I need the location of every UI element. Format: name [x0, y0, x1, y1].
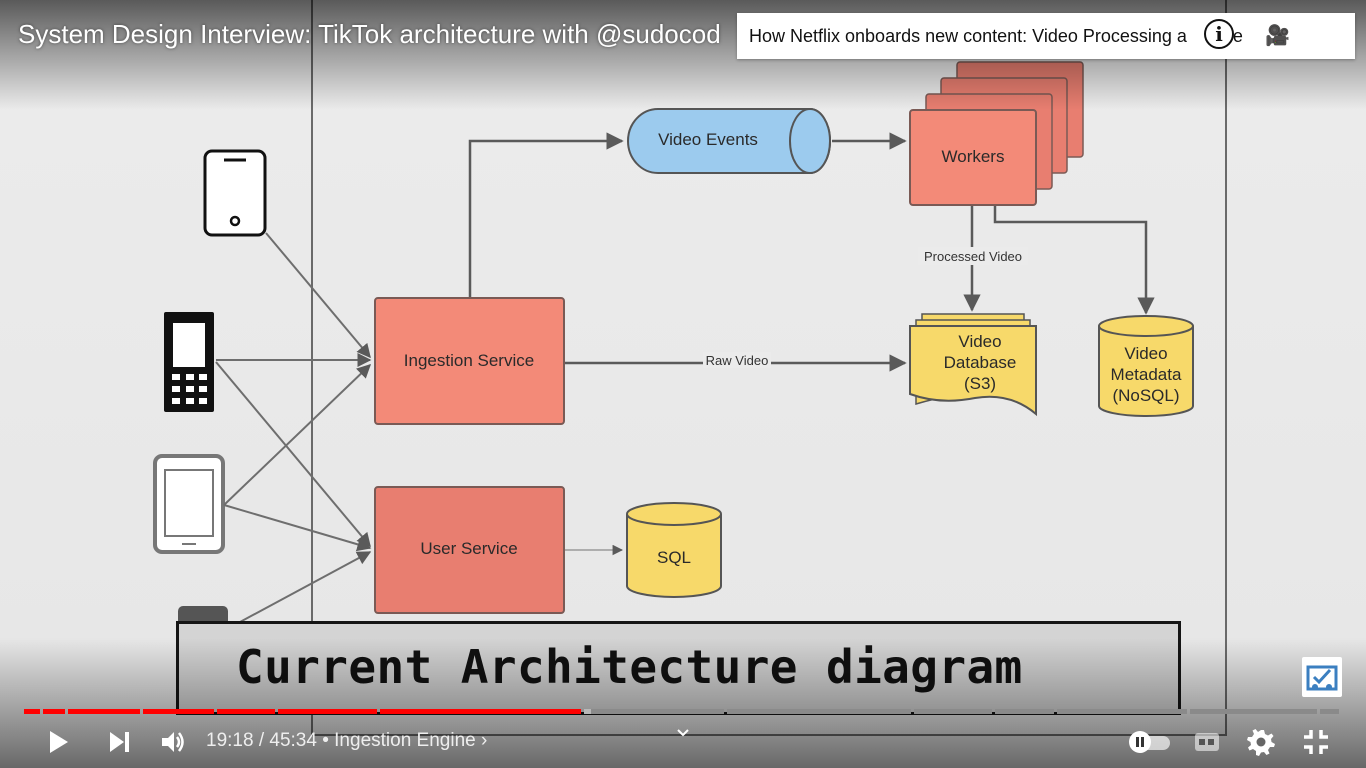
- progress-segment[interactable]: [24, 709, 40, 714]
- chevron-down-icon[interactable]: [676, 727, 690, 739]
- volume-icon[interactable]: [159, 728, 187, 756]
- exit-fullscreen-icon[interactable]: [1302, 728, 1330, 756]
- video-metadata-node: Video Metadata (NoSQL): [1098, 315, 1194, 417]
- sql-label: SQL: [657, 548, 691, 567]
- chapter-chevron-icon[interactable]: ›: [481, 730, 488, 751]
- progress-segment[interactable]: [727, 709, 911, 714]
- next-icon[interactable]: [106, 730, 132, 754]
- chapter-title[interactable]: Ingestion Engine: [334, 730, 476, 751]
- time-total: 45:34: [269, 730, 317, 751]
- card-title[interactable]: How Netflix onboards new content: Video …: [749, 26, 1243, 47]
- time-display: 19:18 / 45:34 • Ingestion Engine ›: [206, 730, 488, 751]
- share-icon[interactable]: [1308, 18, 1350, 54]
- video-metadata-label-2: Metadata: [1111, 365, 1182, 384]
- ingestion-service-node: Ingestion Service: [374, 297, 565, 425]
- info-icon[interactable]: i: [1204, 19, 1234, 49]
- raw-video-label: Raw Video: [706, 353, 769, 368]
- progress-segment[interactable]: [143, 709, 214, 714]
- settings-gear-icon[interactable]: [1247, 728, 1275, 756]
- video-database-label-2: Database: [944, 353, 1017, 372]
- ingestion-service-label: Ingestion Service: [404, 351, 534, 370]
- feature-phone-icon: [164, 312, 214, 412]
- progress-segment[interactable]: [995, 709, 1054, 714]
- video-metadata-label-3: (NoSQL): [1112, 386, 1179, 405]
- progress-bar[interactable]: [24, 709, 1342, 714]
- caption-text: Current Architecture diagram: [236, 640, 1023, 694]
- progress-segment[interactable]: [1057, 709, 1187, 714]
- processed-video-label: Processed Video: [924, 249, 1022, 264]
- video-metadata-label-1: Video: [1124, 344, 1167, 363]
- video-database-label-3: (S3): [964, 374, 996, 393]
- time-current: 19:18: [206, 730, 254, 751]
- progress-segment[interactable]: [914, 709, 992, 714]
- smartphone-icon: [203, 149, 267, 237]
- user-service-node: User Service: [374, 486, 565, 614]
- movie-camera-icon: 🎥: [1265, 25, 1290, 47]
- progress-segment[interactable]: [1190, 709, 1317, 714]
- video-events-label: Video Events: [658, 130, 758, 149]
- channel-watermark-icon[interactable]: [1302, 657, 1342, 697]
- video-events-queue: Video Events: [627, 108, 831, 174]
- progress-segment[interactable]: [43, 709, 65, 714]
- autoplay-toggle-icon[interactable]: [1128, 730, 1172, 754]
- sql-database-node: SQL: [626, 502, 722, 598]
- user-service-label: User Service: [420, 539, 517, 558]
- suggested-video-card[interactable]: How Netflix onboards new content: Video …: [737, 13, 1355, 59]
- workers-label: Workers: [942, 147, 1005, 166]
- progress-segment[interactable]: [1320, 709, 1339, 714]
- progress-segment[interactable]: [217, 709, 275, 714]
- controls-bar: 19:18 / 45:34 • Ingestion Engine ›: [0, 718, 1366, 768]
- progress-segment[interactable]: [68, 709, 140, 714]
- progress-segment[interactable]: [278, 709, 377, 714]
- video-database-node: Video Database (S3): [909, 313, 1037, 417]
- caption-banner: Current Architecture diagram: [176, 621, 1181, 715]
- progress-segment[interactable]: [590, 709, 724, 714]
- card-title-main: How Netflix onboards new content: Video …: [749, 26, 1187, 46]
- progress-segment[interactable]: [380, 709, 581, 714]
- video-title[interactable]: System Design Interview: TikTok architec…: [18, 19, 721, 49]
- tablet-icon: [153, 454, 225, 554]
- progress-segment[interactable]: [584, 709, 591, 714]
- play-icon[interactable]: [44, 728, 72, 756]
- workers-node: Workers: [909, 61, 1084, 206]
- subtitles-icon[interactable]: [1193, 730, 1221, 754]
- video-database-label-1: Video: [958, 332, 1001, 351]
